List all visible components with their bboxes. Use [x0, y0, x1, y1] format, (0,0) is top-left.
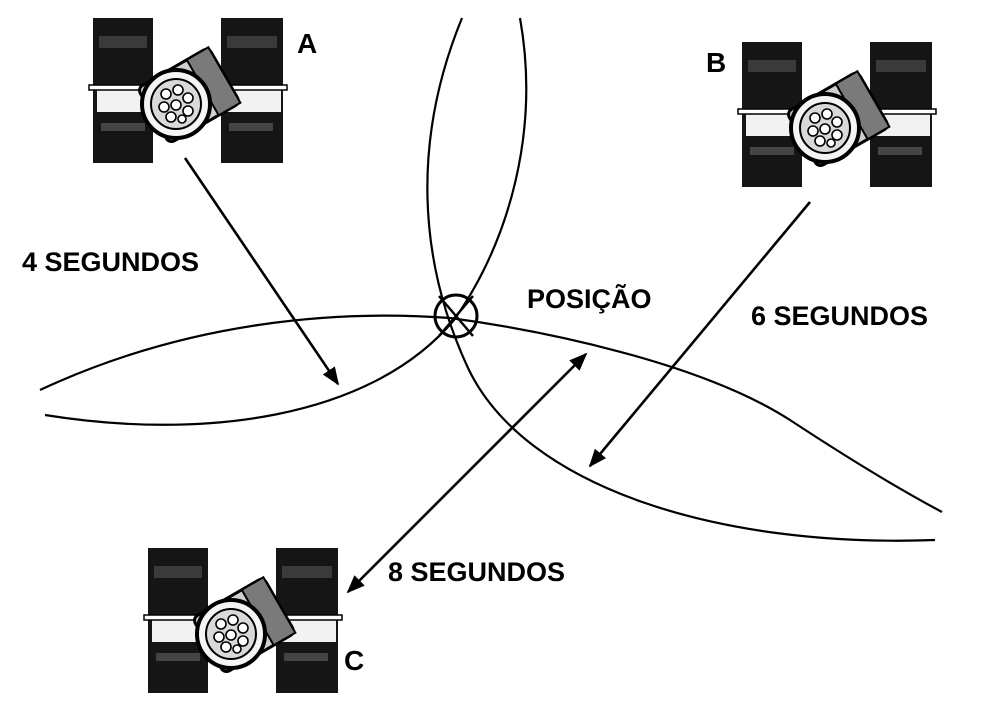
- distance-arrow-b: [588, 201, 811, 468]
- position-label: POSIÇÃO: [527, 283, 652, 314]
- satellite-label-a: A: [297, 28, 317, 59]
- satellite-label-c: C: [344, 645, 364, 676]
- distance-label-b: 6 SEGUNDOS: [751, 301, 928, 331]
- satellite-icon: [142, 546, 344, 695]
- range-arc-a: [39, 314, 943, 513]
- position-marker-icon: [433, 293, 479, 339]
- satellite-label-b: B: [706, 47, 726, 78]
- distance-arrow-a: [183, 157, 340, 386]
- satellite-icon: [736, 40, 938, 189]
- distance-label-a: 4 SEGUNDOS: [22, 247, 199, 277]
- distance-label-c: 8 SEGUNDOS: [388, 557, 565, 587]
- satellite-icon: [87, 16, 289, 165]
- distance-arrow-c: [346, 352, 588, 594]
